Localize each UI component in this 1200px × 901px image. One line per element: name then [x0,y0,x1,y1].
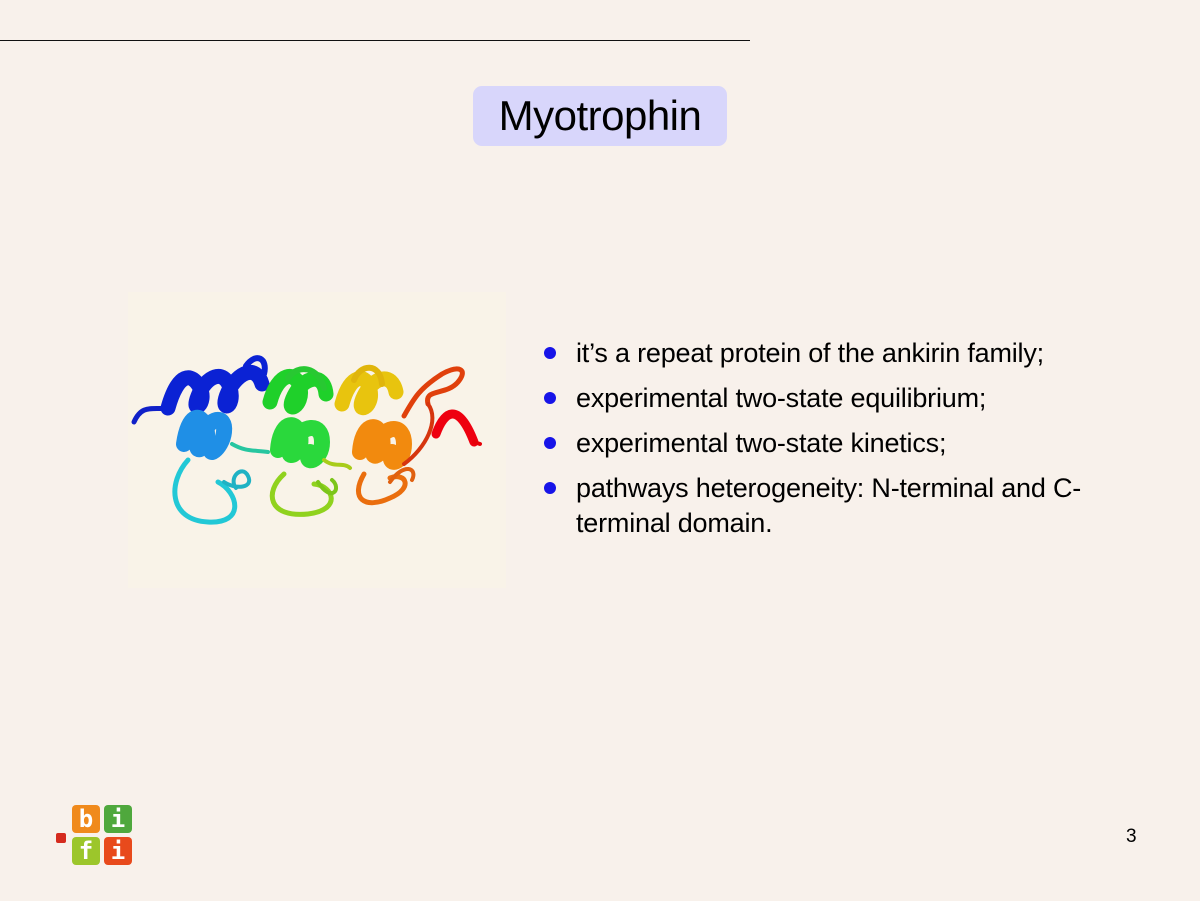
bullet-text: experimental two-state kinetics; [576,428,947,458]
bullet-icon [544,392,556,404]
title-box: Myotrophin [473,86,727,146]
protein-ribbon-icon [131,355,482,525]
bullet-text: it’s a repeat protein of the ankirin fam… [576,338,1044,368]
bullet-item: experimental two-state kinetics; [544,426,1084,461]
protein-structure-figure [128,292,506,588]
bullet-item: pathways heterogeneity: N-terminal and C… [544,471,1084,541]
slide-title: Myotrophin [498,92,702,139]
logo-letter-b: b [72,805,100,833]
bullet-item: experimental two-state equilibrium; [544,381,1084,416]
bullet-list: it’s a repeat protein of the ankirin fam… [544,336,1084,551]
logo-letter-i2: i [104,837,132,865]
logo-letter-i: i [104,805,132,833]
bullet-icon [544,437,556,449]
bullet-icon [544,347,556,359]
bullet-item: it’s a repeat protein of the ankirin fam… [544,336,1084,371]
bullet-text: pathways heterogeneity: N-terminal and C… [576,473,1082,538]
bullet-text: experimental two-state equilibrium; [576,383,987,413]
bifi-logo: b i f i [56,803,136,869]
logo-square-icon [56,833,66,843]
bullet-icon [544,482,556,494]
logo-letter-f: f [72,837,100,865]
page-number: 3 [1126,826,1137,847]
header-rule [0,40,750,41]
